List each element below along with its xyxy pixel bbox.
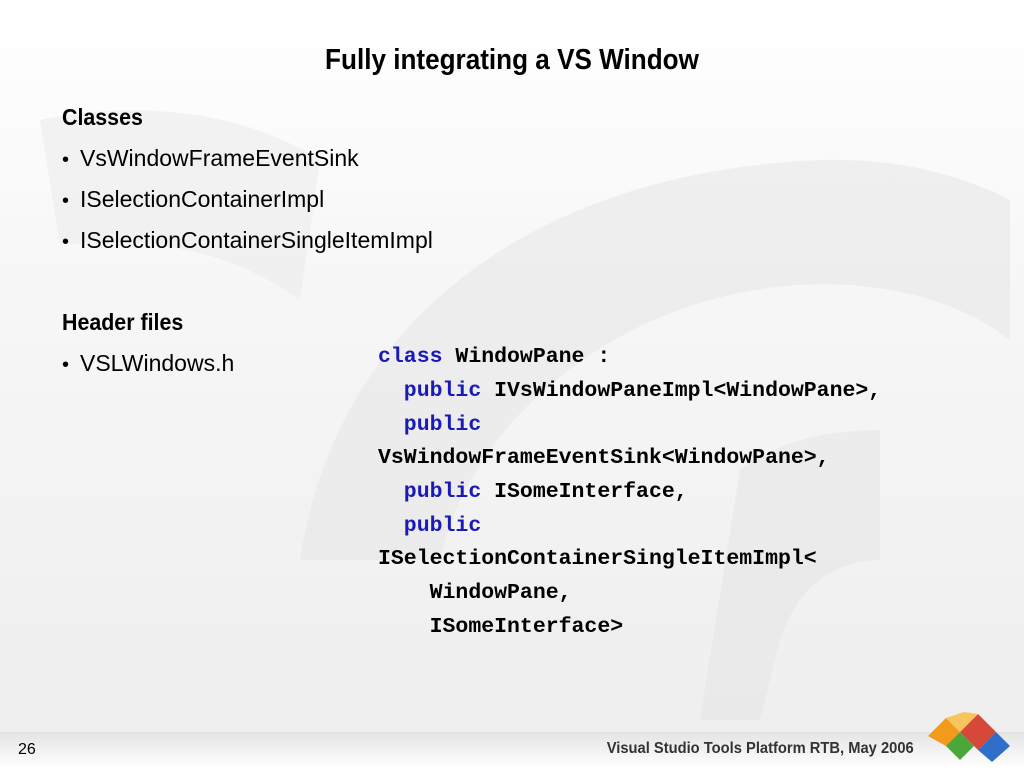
code-keyword: public — [378, 413, 482, 437]
bullet-icon: • — [62, 354, 70, 376]
bullet-icon: • — [62, 190, 70, 212]
list-item: • ISelectionContainerSingleItemImpl — [62, 227, 433, 254]
code-text: ISelectionContainerSingleItemImpl< — [378, 547, 817, 571]
classes-heading: Classes — [62, 104, 143, 130]
code-keyword: public — [378, 379, 482, 403]
list-item: • VSLWindows.h — [62, 350, 234, 377]
code-line: WindowPane, — [378, 576, 881, 610]
code-text: WindowPane, — [378, 581, 572, 605]
header-file-name: VSLWindows.h — [80, 350, 235, 376]
code-line: ISomeInterface> — [378, 610, 881, 644]
page-number: 26 — [18, 741, 36, 758]
class-name: ISelectionContainerImpl — [80, 186, 325, 212]
code-text: WindowPane : — [442, 345, 611, 369]
code-keyword: public — [378, 480, 482, 504]
code-keyword: public — [378, 514, 482, 538]
code-line: public IVsWindowPaneImpl<WindowPane>, — [378, 374, 881, 408]
slide-title: Fully integrating a VS Window — [325, 44, 699, 76]
code-text: IVsWindowPaneImpl<WindowPane>, — [481, 379, 882, 403]
code-line: class WindowPane : — [378, 340, 881, 374]
bullet-icon: • — [62, 231, 70, 253]
code-line: public ISomeInterface, — [378, 475, 881, 509]
code-line: public — [378, 408, 881, 442]
code-line: public — [378, 509, 881, 543]
footer-text: Visual Studio Tools Platform RTB, May 20… — [606, 740, 914, 757]
list-item: • ISelectionContainerImpl — [62, 186, 324, 213]
footer-bar — [0, 732, 1024, 768]
bullet-icon: • — [62, 149, 70, 171]
code-text: ISomeInterface> — [378, 615, 624, 639]
list-item: • VsWindowFrameEventSink — [62, 145, 359, 172]
class-name: ISelectionContainerSingleItemImpl — [80, 227, 433, 253]
header-files-heading: Header files — [62, 309, 184, 335]
class-name: VsWindowFrameEventSink — [80, 145, 359, 171]
code-block: class WindowPane : public IVsWindowPaneI… — [378, 340, 881, 644]
code-text: VsWindowFrameEventSink<WindowPane>, — [378, 446, 830, 470]
code-text: ISomeInterface, — [481, 480, 688, 504]
visual-studio-logo-icon — [928, 712, 1010, 762]
code-line: VsWindowFrameEventSink<WindowPane>, — [378, 441, 881, 475]
code-keyword: class — [378, 345, 443, 369]
code-line: ISelectionContainerSingleItemImpl< — [378, 542, 881, 576]
